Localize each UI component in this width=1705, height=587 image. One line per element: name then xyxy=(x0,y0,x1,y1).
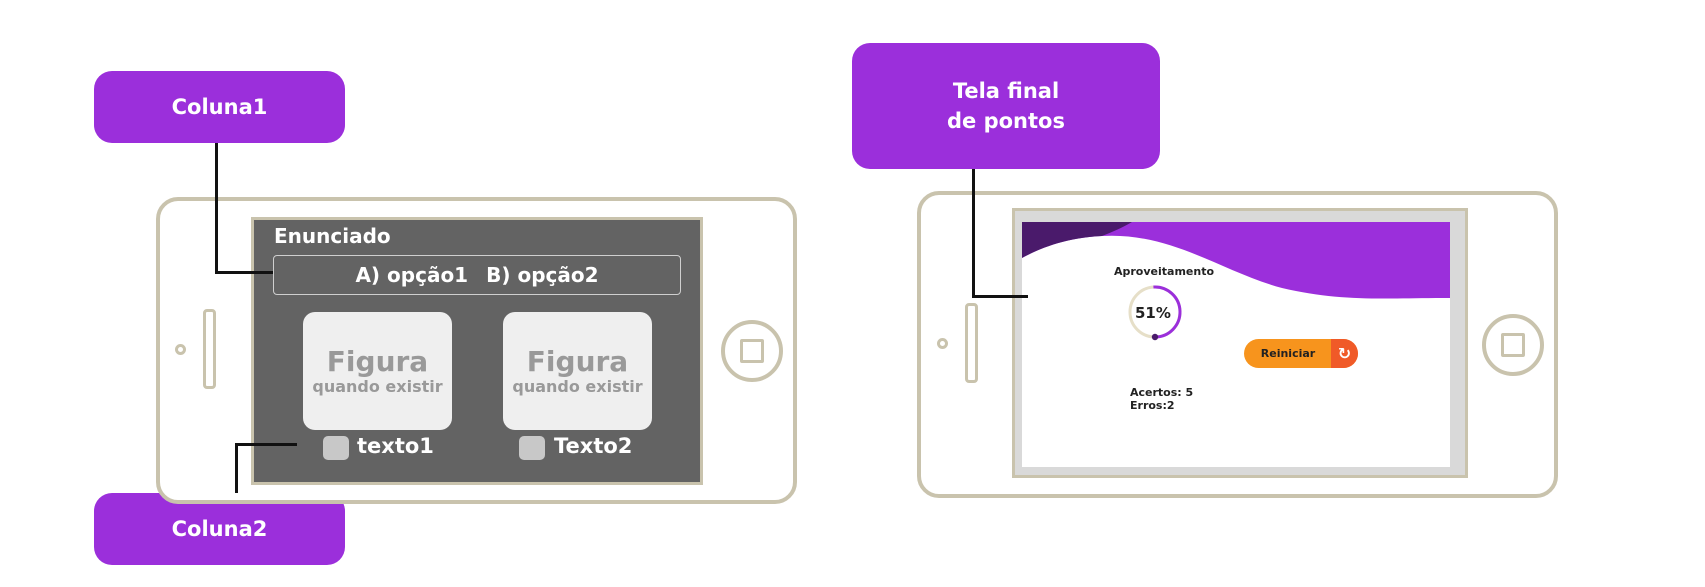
result-screen: Aproveitamento 51% Reiniciar ↻ Acertos: … xyxy=(1022,222,1450,467)
phone-camera xyxy=(937,338,948,349)
option-b[interactable]: B) opção2 xyxy=(486,263,599,287)
callout-coluna2: Coluna2 xyxy=(94,493,345,565)
figure-subtitle: quando existir xyxy=(512,377,643,396)
choice-label-1: texto1 xyxy=(357,434,434,458)
figure-title: Figura xyxy=(326,345,429,378)
figure-placeholder-2: Figura quando existir xyxy=(503,312,652,430)
callout-coluna1: Coluna1 xyxy=(94,71,345,143)
connector-tela-final xyxy=(972,295,1028,298)
phone-camera xyxy=(175,344,186,355)
header-wave xyxy=(1022,222,1450,299)
home-button[interactable] xyxy=(1482,314,1544,376)
erros-text: Erros:2 xyxy=(1130,399,1175,412)
acertos-text: Acertos: 5 xyxy=(1130,386,1194,399)
figure-title: Figura xyxy=(526,345,629,378)
question-screen: Enunciado A) opção1 B) opção2 Figura qua… xyxy=(251,217,703,485)
callout-tela-final: Tela final de pontos xyxy=(852,43,1160,169)
score-percent: 51% xyxy=(1135,304,1171,322)
connector-coluna2 xyxy=(235,443,238,493)
option-a[interactable]: A) opção1 xyxy=(355,263,469,287)
choice-label-2: Texto2 xyxy=(554,434,633,458)
reiniciar-button[interactable]: Reiniciar ↻ xyxy=(1244,339,1358,368)
refresh-icon: ↻ xyxy=(1331,339,1358,368)
figure-placeholder-1: Figura quando existir xyxy=(303,312,452,430)
connector-tela-final xyxy=(972,169,975,298)
checkbox-texto1[interactable] xyxy=(323,436,349,460)
home-button[interactable] xyxy=(721,320,783,382)
phone-speaker xyxy=(965,303,978,383)
score-stats: Acertos: 5 Erros:2 xyxy=(1130,386,1193,412)
checkbox-texto2[interactable] xyxy=(519,436,545,460)
phone-speaker xyxy=(203,309,216,389)
options-row: A) opção1 B) opção2 xyxy=(273,255,681,295)
connector-coluna1 xyxy=(215,143,218,274)
connector-coluna1 xyxy=(215,271,273,274)
enunciado-label: Enunciado xyxy=(274,224,391,248)
connector-coluna2 xyxy=(235,443,297,446)
score-ring xyxy=(1128,285,1182,341)
aproveitamento-label: Aproveitamento xyxy=(1114,265,1215,278)
figure-subtitle: quando existir xyxy=(312,377,443,396)
reiniciar-label: Reiniciar xyxy=(1260,347,1316,360)
